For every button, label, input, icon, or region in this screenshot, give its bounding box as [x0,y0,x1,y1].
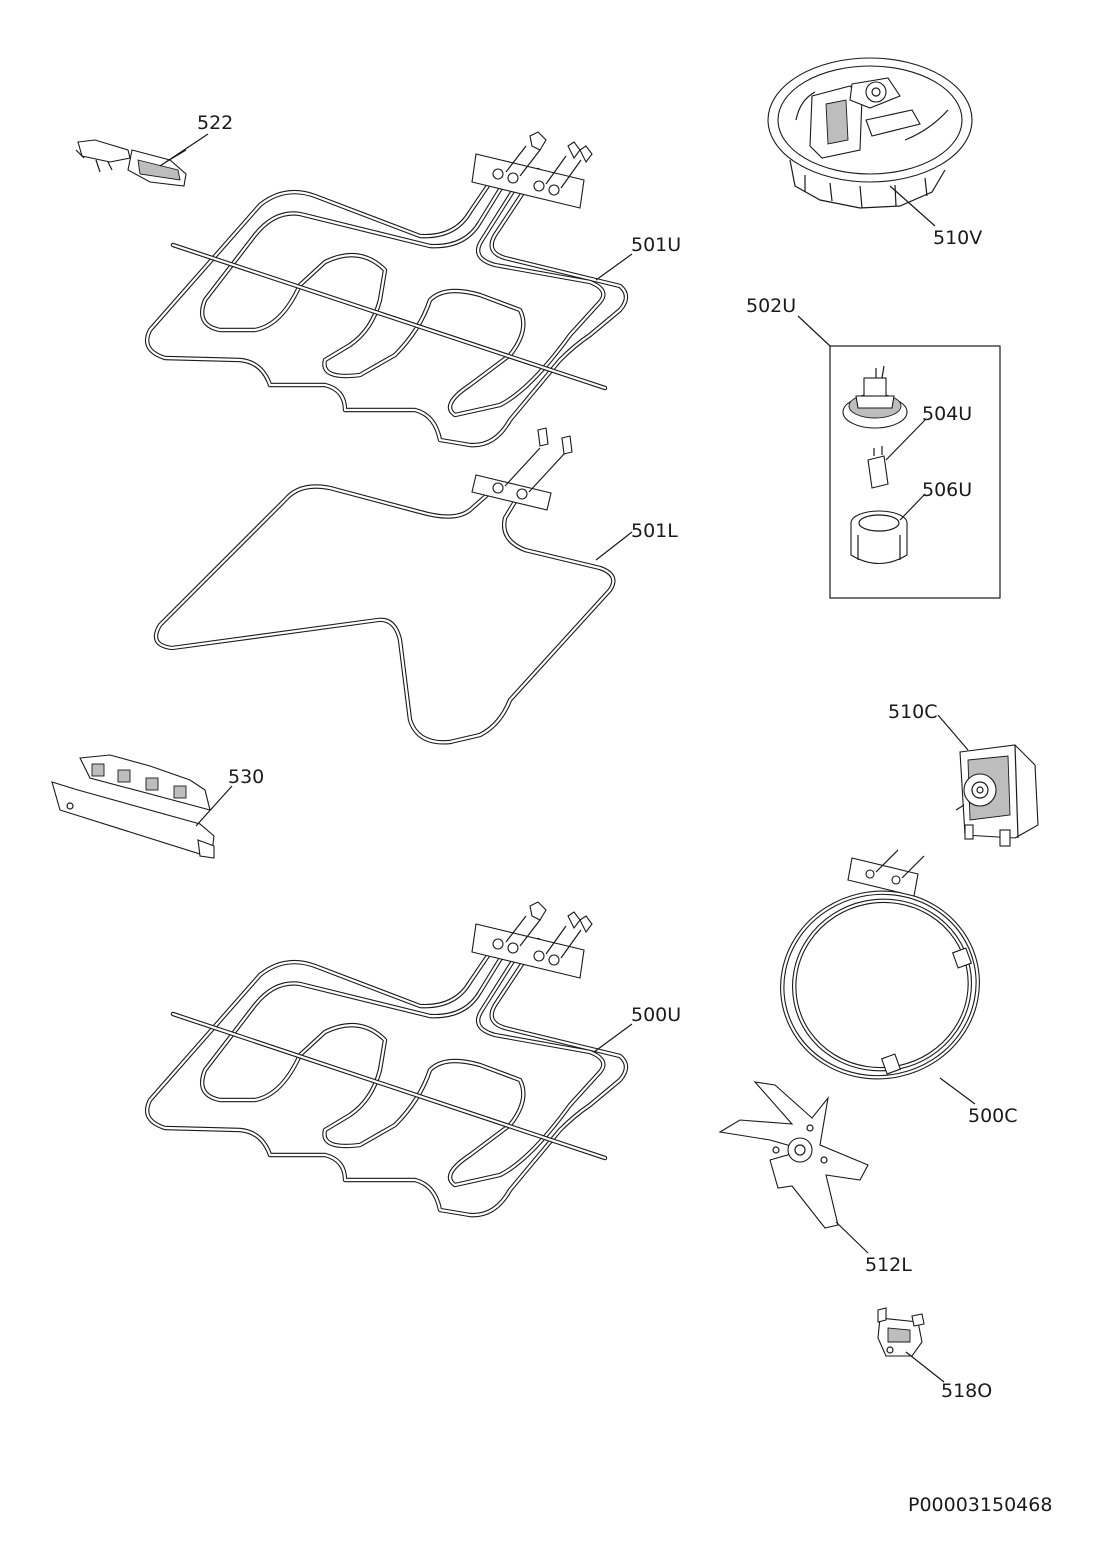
label-506U: 506U [922,479,972,501]
part-501L-lower-heating-element [153,427,616,745]
document-id: P00003150468 [908,1494,1052,1516]
part-512L-fan-blade [718,1081,869,1229]
part-labels: 522 501U 510V 502U 504U 506U 501L 510C 5… [197,112,1052,1516]
label-510V: 510V [933,227,982,249]
leader-504U [885,419,926,461]
label-504U: 504U [922,403,972,425]
leader-502U [797,315,831,347]
leader-522 [159,133,209,167]
part-510C-fan-motor [955,744,1039,847]
part-522-bracket [75,139,187,187]
part-530-terminal-block [51,754,215,859]
leader-510V [889,185,936,227]
label-510C: 510C [888,701,938,723]
leader-500U [593,1023,633,1053]
label-501U: 501U [631,234,681,256]
label-502U: 502U [746,295,796,317]
leader-512L [835,1221,869,1254]
part-504U-lamp-holder [842,365,908,489]
leader-lines [159,133,976,1383]
part-500U-upper-heating-element [144,901,629,1218]
part-510V-fan-assembly [767,57,973,209]
part-506U-lamp-glass [850,510,908,565]
label-500U: 500U [631,1004,681,1026]
group-box-502U [829,345,1001,599]
leader-510C [937,714,969,751]
part-518O-thermal-cutout [877,1307,925,1357]
label-512L: 512L [865,1254,912,1276]
leader-501L [595,531,633,561]
leader-501U [595,253,633,281]
label-500C: 500C [968,1105,1018,1127]
leader-518O [905,1351,945,1383]
label-530: 530 [228,766,264,788]
leader-500C [939,1077,976,1105]
leader-530 [195,785,233,827]
part-500C-ring-heating-element [780,849,980,1080]
label-518O: 518O [941,1380,992,1402]
label-501L: 501L [631,520,678,542]
leader-506U [899,493,926,521]
part-501U-upper-heating-element [144,131,629,448]
label-522: 522 [197,112,233,134]
part-502U-lamp-group [829,345,1001,599]
